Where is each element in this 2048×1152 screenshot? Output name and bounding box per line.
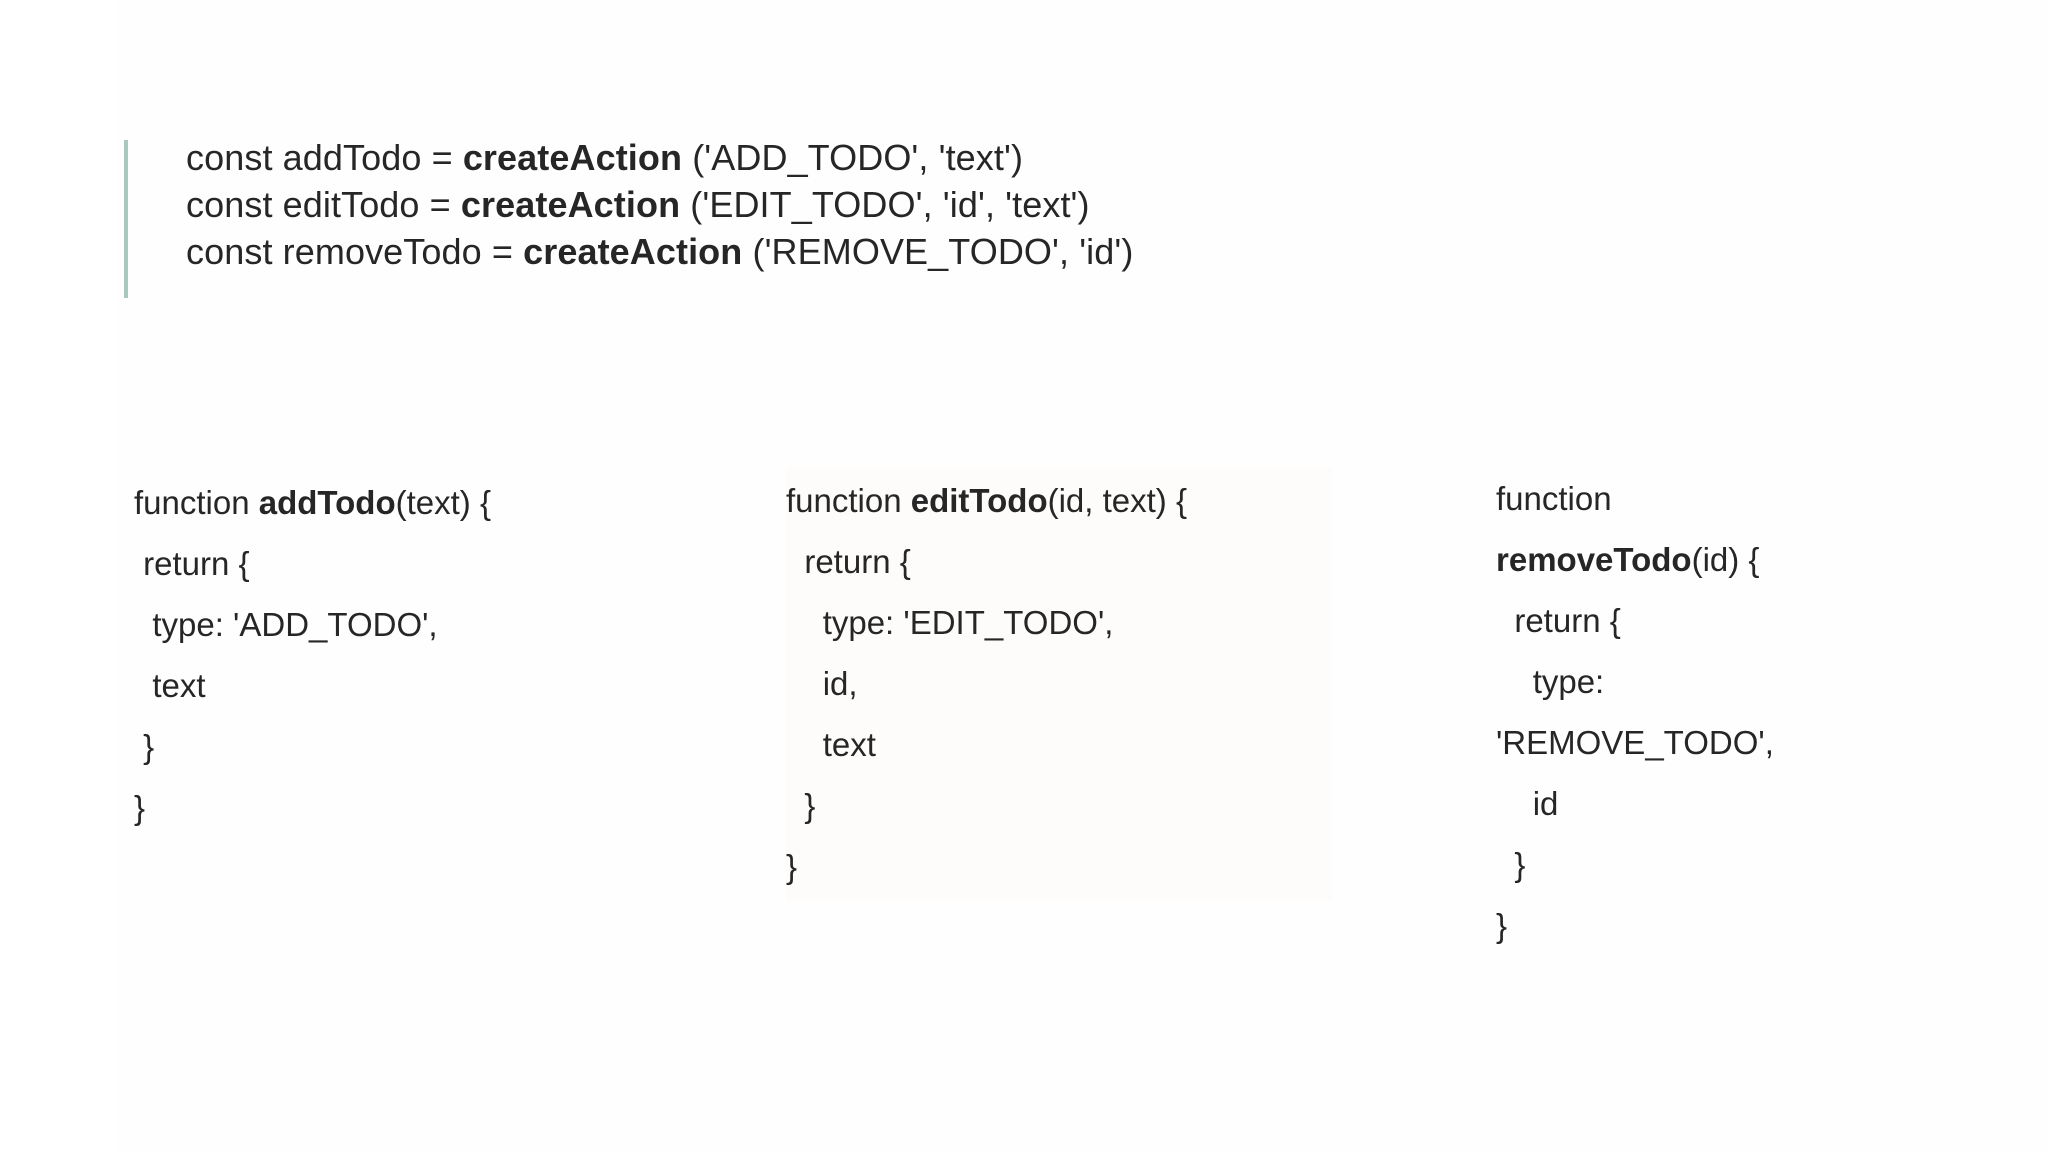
code-head-keyword-remove: function <box>1496 480 1621 517</box>
callout-line-1-prefix: const addTodo = <box>186 137 463 178</box>
code-head-name-remove: removeTodo <box>1496 541 1692 578</box>
code-head-params-add: (text) { <box>395 484 491 521</box>
callout-line-3-prefix: const removeTodo = <box>186 231 524 272</box>
callout-line-1-function: createAction <box>462 137 683 178</box>
callout-line-remove-todo: const removeTodo = createAction ('REMOVE… <box>186 228 1524 275</box>
callout-line-edit-todo: const editTodo = createAction ('EDIT_TOD… <box>186 181 1524 228</box>
callout-accent-bar <box>124 140 128 298</box>
callout-line-1-args: ('ADD_TODO', 'text') <box>682 137 1024 178</box>
code-head-params-remove: (id) { <box>1691 541 1760 578</box>
callout-line-2-function: createAction <box>460 184 681 225</box>
code-head-name-add: addTodo <box>258 484 396 521</box>
callout-line-3-args: ('REMOVE_TODO', 'id') <box>742 231 1134 272</box>
code-head-keyword-add: function <box>134 484 259 521</box>
callout-line-add-todo: const addTodo = createAction ('ADD_TODO'… <box>186 134 1524 181</box>
code-block-edit-todo: function editTodo(id, text) { return { t… <box>786 468 1332 901</box>
code-head-name-edit: editTodo <box>910 482 1048 519</box>
code-head-edit-todo: function editTodo(id, text) { <box>786 470 1326 531</box>
code-head-add-todo: function addTodo(text) { <box>134 472 564 533</box>
code-block-remove-todo: function removeTodo(id) { return { type:… <box>1496 468 1826 956</box>
code-body-remove-todo: return { type: 'REMOVE_TODO', id } } <box>1496 602 1774 944</box>
code-head-params-edit: (id, text) { <box>1047 482 1187 519</box>
code-block-add-todo: function addTodo(text) { return { type: … <box>134 472 564 838</box>
callout-line-2-args: ('EDIT_TODO', 'id', 'text') <box>680 184 1090 225</box>
code-body-edit-todo: return { type: 'EDIT_TODO', id, text } } <box>786 543 1114 885</box>
code-body-add-todo: return { type: 'ADD_TODO', text } } <box>134 545 438 826</box>
action-creators-callout: const addTodo = createAction ('ADD_TODO'… <box>124 134 1524 298</box>
code-head-keyword-edit: function <box>786 482 911 519</box>
callout-line-3-function: createAction <box>523 231 743 272</box>
callout-line-2-prefix: const editTodo = <box>186 184 461 225</box>
code-head-remove-todo: function removeTodo(id) { <box>1496 468 1826 590</box>
